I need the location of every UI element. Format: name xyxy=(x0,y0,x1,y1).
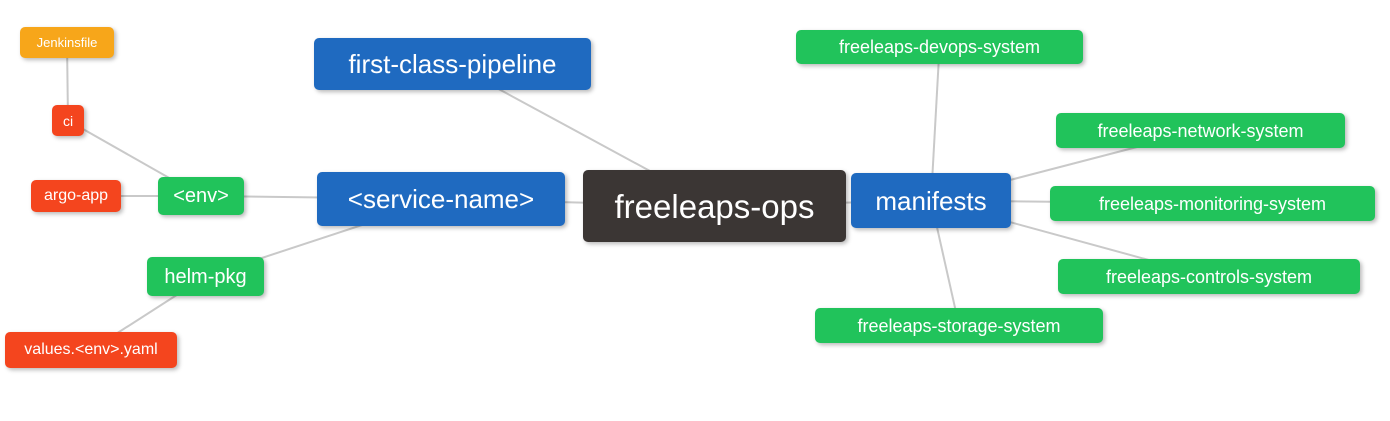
node-devops-system[interactable]: freeleaps-devops-system xyxy=(796,30,1083,64)
node-storage-system[interactable]: freeleaps-storage-system xyxy=(815,308,1103,343)
node-freeleaps-ops[interactable]: freeleaps-ops xyxy=(583,170,846,242)
node-ci[interactable]: ci xyxy=(52,105,84,136)
node-manifests[interactable]: manifests xyxy=(851,173,1011,228)
node-first-class-pipeline[interactable]: first-class-pipeline xyxy=(314,38,591,90)
node-jenkinsfile[interactable]: Jenkinsfile xyxy=(20,27,114,58)
node-helm-pkg[interactable]: helm-pkg xyxy=(147,257,264,296)
node-service-name[interactable]: <service-name> xyxy=(317,172,565,226)
node-controls-system[interactable]: freeleaps-controls-system xyxy=(1058,259,1360,294)
node-monitoring-system[interactable]: freeleaps-monitoring-system xyxy=(1050,186,1375,221)
node-env[interactable]: <env> xyxy=(158,177,244,215)
node-argo-app[interactable]: argo-app xyxy=(31,180,121,212)
node-values-env-yaml[interactable]: values.<env>.yaml xyxy=(5,332,177,368)
node-network-system[interactable]: freeleaps-network-system xyxy=(1056,113,1345,148)
